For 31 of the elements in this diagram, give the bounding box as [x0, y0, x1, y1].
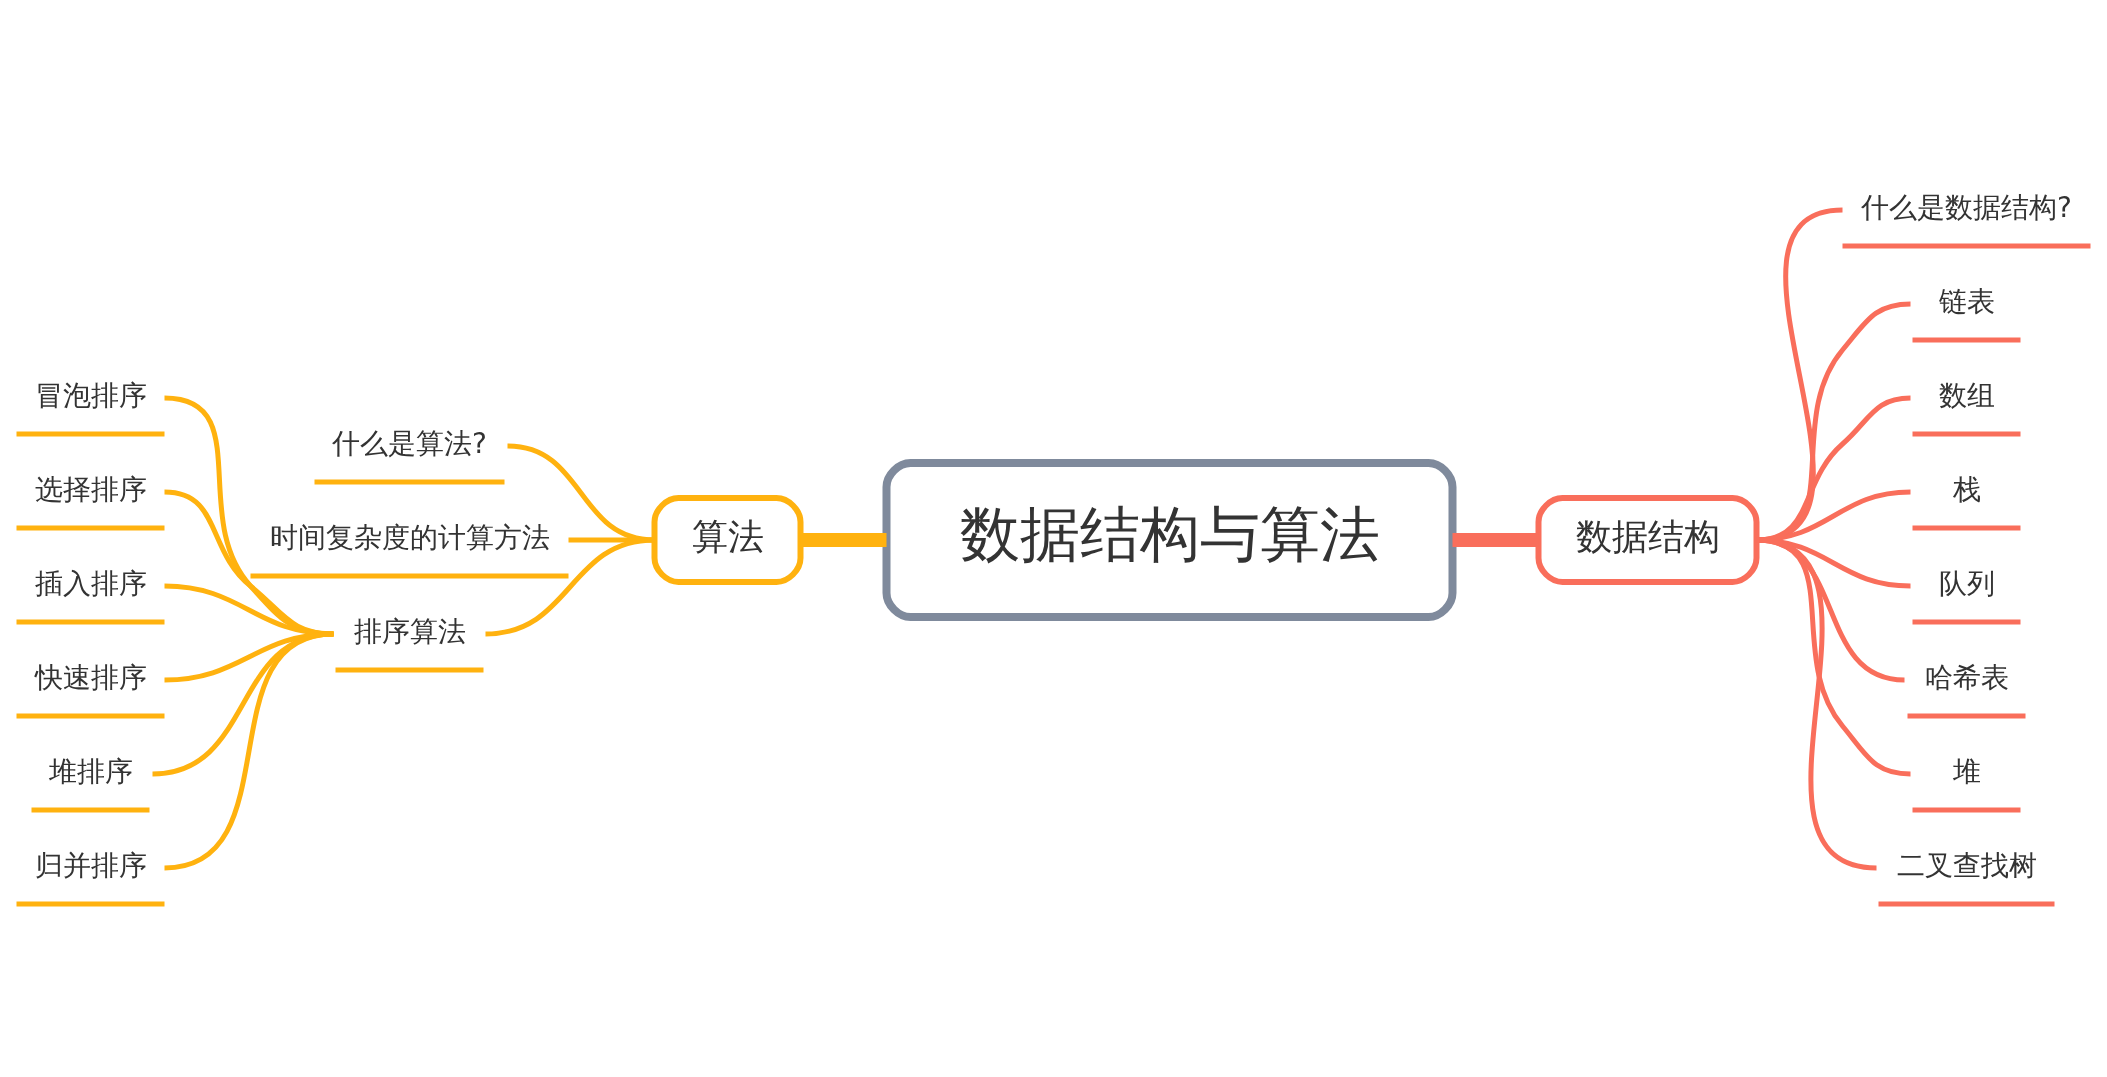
- node-text: 快速排序: [34, 660, 147, 694]
- connector: [1756, 395, 1911, 542]
- node-text: 时间复杂度的计算方法: [269, 520, 550, 554]
- node-text: 什么是数据结构?: [1861, 190, 2072, 224]
- node-text: 堆: [1952, 754, 1981, 788]
- node-text: 链表: [1938, 284, 1995, 318]
- connector: [1452, 532, 1539, 547]
- node-text: 数组: [1938, 378, 1995, 412]
- connector: [152, 631, 334, 776]
- node-box: 算法: [651, 494, 804, 585]
- node-text: 归并排序: [34, 848, 147, 882]
- node-text: 堆排序: [48, 754, 133, 788]
- node-text: 插入排序: [34, 566, 147, 600]
- node-text: 排序算法: [353, 614, 466, 648]
- node-text: 栈: [1952, 472, 1981, 506]
- node-box: 数据结构: [1535, 494, 1760, 585]
- node-text: 哈希表: [1924, 660, 2009, 694]
- connector: [507, 443, 655, 542]
- node-text: 选择排序: [34, 472, 147, 506]
- node-text: 二叉查找树: [1896, 848, 2037, 882]
- connector: [1756, 301, 1911, 542]
- connector: [164, 631, 334, 870]
- connector: [800, 532, 887, 547]
- connector: [164, 489, 334, 636]
- connector: [164, 583, 334, 636]
- node-text: 冒泡排序: [34, 378, 147, 412]
- connector: [485, 537, 655, 636]
- node-text: 什么是算法?: [332, 426, 487, 460]
- node-box: 数据结构与算法: [882, 458, 1457, 621]
- node-text: 队列: [1938, 566, 1995, 600]
- connector: [164, 395, 334, 636]
